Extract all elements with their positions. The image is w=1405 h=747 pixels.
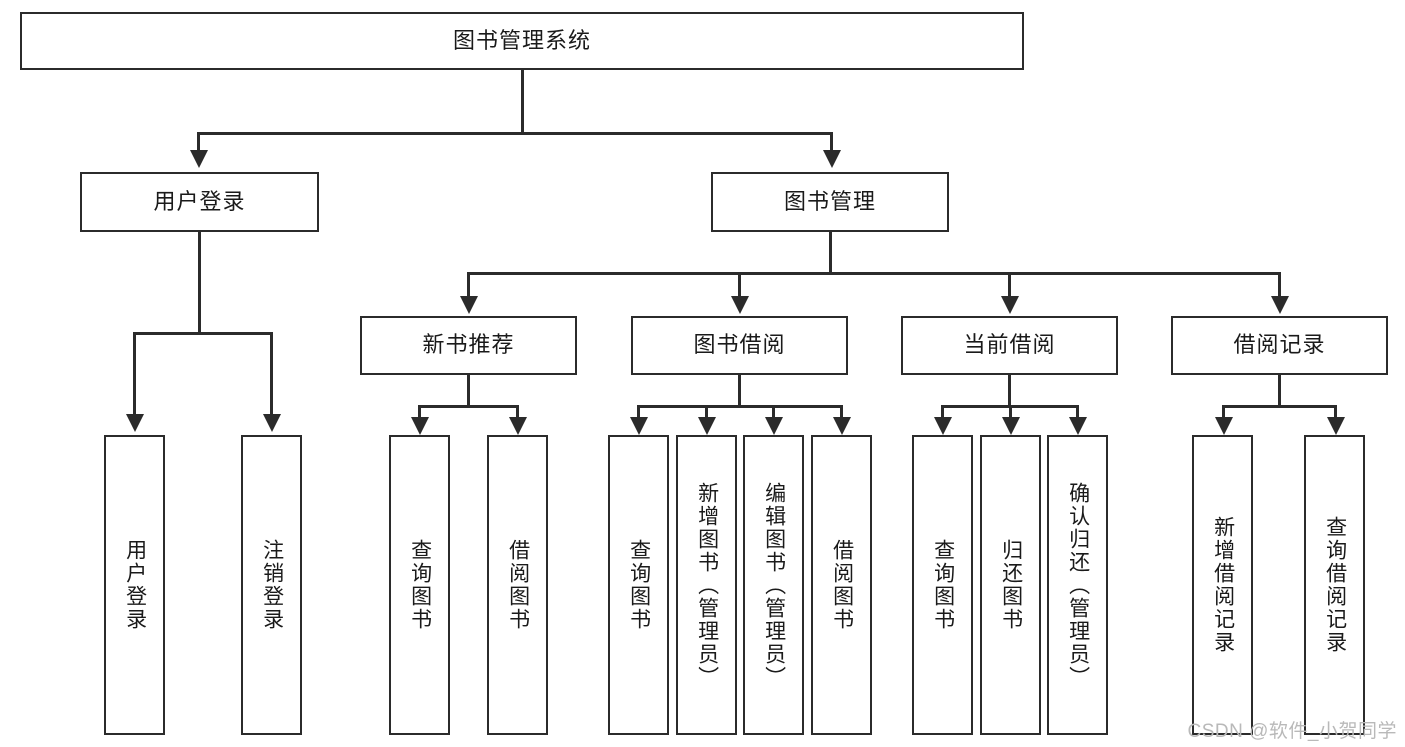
- arrow-icon-borrow-record-leaf-2: [1327, 417, 1345, 435]
- watermark: CSDN @软件_小贺同学: [1187, 721, 1397, 742]
- connector-user-login-leaf-1: [133, 332, 136, 418]
- leaf-book-borrow-edit[interactable]: 编辑图书（管理员）: [743, 435, 804, 735]
- leaf-user-login-logout[interactable]: 注销登录: [241, 435, 302, 735]
- node-root-system[interactable]: 图书管理系统: [20, 12, 1024, 70]
- arrow-icon-new-book-leaf-1: [411, 417, 429, 435]
- leaf-new-book-borrow[interactable]: 借阅图书: [487, 435, 548, 735]
- connector-user-login-bus: [133, 332, 272, 335]
- connector-to-new-book: [467, 272, 470, 300]
- connector-new-book-leaf-1: [418, 405, 421, 421]
- connector-current-borrow-leaf-1: [941, 405, 944, 421]
- leaf-book-borrow-query[interactable]: 查询图书: [608, 435, 669, 735]
- connector-book-borrow-bus: [637, 405, 842, 408]
- leaf-book-borrow-add[interactable]: 新增图书（管理员）: [676, 435, 737, 735]
- connector-to-book-borrow: [738, 272, 741, 300]
- node-label: 借阅图书: [830, 539, 854, 631]
- connector-book-borrow-leaf-4: [840, 405, 843, 421]
- leaf-user-login-login[interactable]: 用户登录: [104, 435, 165, 735]
- arrow-icon-to-borrow-record: [1271, 296, 1289, 314]
- arrow-icon-book-borrow-leaf-2: [698, 417, 716, 435]
- connector-user-login-leaf-2: [270, 332, 273, 418]
- connector-book-mgmt-stem: [829, 232, 832, 274]
- leaf-current-borrow-confirm[interactable]: 确认归还（管理员）: [1047, 435, 1108, 735]
- node-current-borrow[interactable]: 当前借阅: [901, 316, 1118, 375]
- node-borrow-record[interactable]: 借阅记录: [1171, 316, 1388, 375]
- node-label: 查询借阅记录: [1323, 516, 1347, 654]
- leaf-current-borrow-query[interactable]: 查询图书: [912, 435, 973, 735]
- arrow-icon-user-login-leaf-2: [263, 414, 281, 432]
- connector-borrow-record-stem: [1278, 375, 1281, 407]
- connector-to-borrow-record: [1278, 272, 1281, 300]
- node-label: 注销登录: [260, 539, 284, 631]
- node-new-book-recommend[interactable]: 新书推荐: [360, 316, 577, 375]
- node-label: 查询图书: [408, 539, 432, 631]
- node-label: 当前借阅: [963, 332, 1056, 358]
- connector-book-borrow-leaf-2: [705, 405, 708, 421]
- connector-root-bus: [197, 132, 833, 135]
- node-label: 借阅记录: [1233, 332, 1326, 358]
- node-label: 新书推荐: [422, 332, 515, 358]
- connector-book-borrow-stem: [738, 375, 741, 407]
- connector-book-mgmt-bus: [467, 272, 1281, 275]
- node-label: 图书管理: [783, 188, 876, 214]
- connector-borrow-record-leaf-1: [1222, 405, 1225, 421]
- node-label: 图书管理系统: [452, 27, 591, 53]
- node-label: 用户登录: [153, 188, 246, 214]
- arrow-icon-to-user-login: [190, 150, 208, 168]
- connector-user-login-stem: [198, 232, 201, 334]
- node-label: 编辑图书（管理员）: [762, 481, 786, 689]
- node-label: 用户登录: [123, 539, 147, 631]
- node-book-management[interactable]: 图书管理: [711, 172, 949, 232]
- connector-to-current-borrow: [1008, 272, 1011, 300]
- leaf-new-book-query[interactable]: 查询图书: [389, 435, 450, 735]
- connector-to-book-mgmt: [830, 132, 833, 154]
- connector-new-book-stem: [467, 375, 470, 407]
- node-label: 确认归还（管理员）: [1066, 481, 1090, 689]
- arrow-icon-to-book-borrow: [731, 296, 749, 314]
- connector-borrow-record-leaf-2: [1334, 405, 1337, 421]
- connector-current-borrow-leaf-3: [1076, 405, 1079, 421]
- arrow-icon-to-book-mgmt: [823, 150, 841, 168]
- connector-to-user-login: [197, 132, 200, 154]
- connector-current-borrow-stem: [1008, 375, 1011, 407]
- arrow-icon-book-borrow-leaf-3: [765, 417, 783, 435]
- node-label: 新增图书（管理员）: [695, 481, 719, 689]
- node-label: 图书借阅: [693, 332, 786, 358]
- leaf-current-borrow-return[interactable]: 归还图书: [980, 435, 1041, 735]
- node-label: 查询图书: [627, 539, 651, 631]
- arrow-icon-to-new-book: [460, 296, 478, 314]
- connector-root-stem: [521, 70, 524, 134]
- node-user-login[interactable]: 用户登录: [80, 172, 319, 232]
- arrow-icon-current-borrow-leaf-1: [934, 417, 952, 435]
- arrow-icon-book-borrow-leaf-4: [833, 417, 851, 435]
- arrow-icon-book-borrow-leaf-1: [630, 417, 648, 435]
- arrow-icon-new-book-leaf-2: [509, 417, 527, 435]
- node-label: 查询图书: [931, 539, 955, 631]
- arrow-icon-current-borrow-leaf-3: [1069, 417, 1087, 435]
- node-label: 新增借阅记录: [1211, 516, 1235, 654]
- connector-borrow-record-bus: [1222, 405, 1337, 408]
- node-label: 借阅图书: [506, 539, 530, 631]
- node-book-borrow[interactable]: 图书借阅: [631, 316, 848, 375]
- connector-book-borrow-leaf-3: [772, 405, 775, 421]
- leaf-borrow-record-query[interactable]: 查询借阅记录: [1304, 435, 1365, 735]
- node-label: 归还图书: [999, 539, 1023, 631]
- arrow-icon-current-borrow-leaf-2: [1002, 417, 1020, 435]
- arrow-icon-borrow-record-leaf-1: [1215, 417, 1233, 435]
- connector-new-book-leaf-2: [516, 405, 519, 421]
- leaf-borrow-record-add[interactable]: 新增借阅记录: [1192, 435, 1253, 735]
- connector-book-borrow-leaf-1: [637, 405, 640, 421]
- arrow-icon-user-login-leaf-1: [126, 414, 144, 432]
- arrow-icon-to-current-borrow: [1001, 296, 1019, 314]
- connector-new-book-bus: [418, 405, 519, 408]
- connector-current-borrow-leaf-2: [1009, 405, 1012, 421]
- leaf-book-borrow-borrow[interactable]: 借阅图书: [811, 435, 872, 735]
